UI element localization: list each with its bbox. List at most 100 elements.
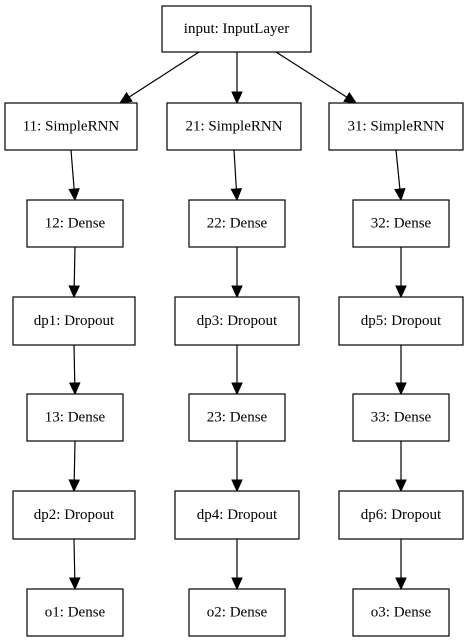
arrowhead-icon [231,91,243,105]
node-box-dp2 [12,490,136,540]
node-label-o3: o3: Dense [371,605,432,621]
edge-23-to-dp4 [231,441,243,493]
node-box-dp5 [338,296,464,346]
edges-layer [68,51,407,591]
node-box-11 [4,102,138,151]
edge-13-to-dp2 [68,440,81,493]
edge-input-to-11 [118,51,200,104]
node-dp4: dp4: Dropout [174,490,300,540]
edge-line [73,246,76,287]
node-box-o3 [352,588,450,637]
node-label-31: 31: SimpleRNN [347,119,444,135]
node-box-dp3 [174,296,300,346]
arrowhead-icon [231,479,243,493]
arrowhead-icon [68,188,80,202]
edge-line [70,149,75,190]
arrowhead-icon [395,479,407,493]
arrowhead-icon [395,382,407,396]
node-box-31 [328,102,464,151]
node-o2: o2: Dense [188,588,286,637]
node-box-23 [188,393,286,442]
node-label-13: 13: Dense [45,410,106,426]
node-box-21 [166,102,302,151]
node-o1: o1: Dense [26,588,124,637]
node-box-12 [26,199,124,248]
arrowhead-icon [231,382,243,396]
node-dp2: dp2: Dropout [12,490,136,540]
node-23: 23: Dense [188,393,286,442]
arrowhead-icon [68,577,81,591]
edge-22-to-dp3 [231,247,243,299]
node-label-input: input: InputLayer [184,21,289,37]
arrowhead-icon [394,187,406,202]
edge-dp1-to-13 [68,344,81,396]
node-box-dp4 [174,490,300,540]
node-label-33: 33: Dense [371,410,432,426]
node-box-dp6 [338,490,464,540]
node-11: 11: SimpleRNN [4,102,138,151]
edge-line [128,51,200,98]
node-label-21: 21: SimpleRNN [185,119,282,135]
node-box-13 [26,393,124,442]
node-label-dp6: dp6: Dropout [361,507,442,523]
node-box-dp1 [12,296,136,346]
arrowhead-icon [343,91,358,104]
node-31: 31: SimpleRNN [328,102,464,151]
arrowhead-icon [68,382,81,396]
arrowhead-icon [395,577,407,591]
node-dp6: dp6: Dropout [338,490,464,540]
arrowhead-icon [395,285,407,299]
node-13: 13: Dense [26,393,124,442]
edge-line [395,149,401,190]
edge-21-to-22 [230,149,243,202]
node-label-32: 32: Dense [371,216,432,232]
edge-33-to-dp6 [395,441,407,493]
edge-line [275,51,348,98]
node-box-o1 [26,588,124,637]
node-box-33 [352,393,450,442]
node-label-o1: o1: Dense [45,605,106,621]
node-12: 12: Dense [26,199,124,248]
node-input: input: InputLayer [161,5,312,53]
node-dp3: dp3: Dropout [174,296,300,346]
edge-12-to-dp1 [68,246,81,299]
node-label-dp1: dp1: Dropout [34,313,115,329]
edge-dp3-to-23 [231,345,243,396]
node-32: 32: Dense [352,199,450,248]
edge-31-to-32 [394,149,406,202]
node-label-dp4: dp4: Dropout [197,507,278,523]
node-label-dp5: dp5: Dropout [361,313,442,329]
node-label-o2: o2: Dense [207,605,268,621]
edge-line [73,440,76,481]
edge-input-to-31 [275,51,358,104]
edge-11-to-12 [68,149,80,202]
arrowhead-icon [231,577,243,591]
edge-32-to-dp5 [395,247,407,299]
edge-dp6-to-o3 [395,539,407,591]
node-22: 22: Dense [188,199,286,248]
node-o3: o3: Dense [352,588,450,637]
node-label-23: 23: Dense [207,410,268,426]
node-label-22: 22: Dense [207,216,268,232]
arrowhead-icon [118,91,133,104]
node-label-dp2: dp2: Dropout [34,507,115,523]
node-dp1: dp1: Dropout [12,296,136,346]
arrowhead-icon [68,285,81,299]
arrowhead-icon [230,188,243,202]
node-33: 33: Dense [352,393,450,442]
edge-line [73,538,76,579]
edge-dp5-to-33 [395,345,407,396]
node-box-22 [188,199,286,248]
nodes-layer: input: InputLayer 11: SimpleRNN 21: Simple… [4,5,464,637]
arrowhead-icon [231,285,243,299]
edge-dp2-to-o1 [68,538,81,591]
arrowhead-icon [68,479,81,493]
node-label-12: 12: Dense [45,216,106,232]
node-box-input [161,5,312,53]
node-label-11: 11: SimpleRNN [23,119,120,135]
edge-input-to-21 [231,52,243,105]
node-box-o2 [188,588,286,637]
edge-line [233,149,237,190]
node-label-dp3: dp3: Dropout [197,313,278,329]
